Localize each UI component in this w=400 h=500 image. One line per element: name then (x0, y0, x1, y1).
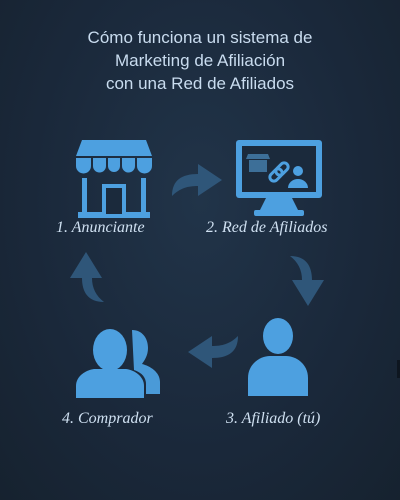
arrow-store-to-network (172, 164, 222, 196)
step-label-affiliate: 3. Afiliado (tú) (226, 410, 321, 427)
step-label-affiliate-network: 2. Red de Afiliados (206, 219, 328, 236)
diagram-title: Cómo funciona un sistema de Marketing de… (0, 26, 400, 95)
store-icon (76, 140, 152, 218)
edge-mark (397, 360, 400, 378)
arrow-buyer-to-store (70, 252, 104, 302)
arrow-network-to-affiliate (290, 256, 324, 306)
title-line-3: con una Red de Afiliados (105, 74, 295, 93)
title-line-2: Marketing de Afiliación (114, 51, 286, 70)
step-label-advertiser: 1. Anunciante (56, 219, 145, 236)
title-line-1: Cómo funciona un sistema de (87, 28, 313, 47)
arrow-affiliate-to-buyer (188, 336, 238, 368)
monitor-link-icon (236, 140, 322, 216)
person-icon (248, 318, 308, 396)
step-label-buyer: 4. Comprador (62, 410, 153, 427)
people-icon (76, 329, 160, 398)
